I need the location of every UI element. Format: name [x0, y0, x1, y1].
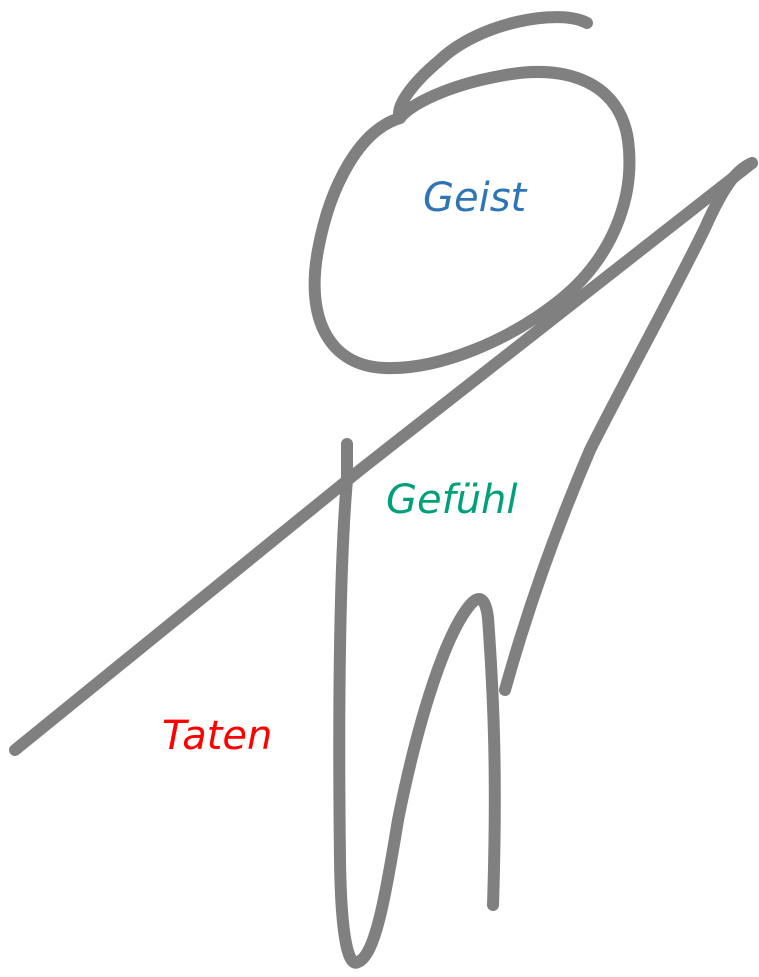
body-right-edge [505, 163, 752, 690]
label-geist: Geist [423, 178, 526, 218]
label-taten: Taten [162, 716, 272, 756]
label-gefuehl: Gefühl [386, 480, 518, 520]
arm-stroke [15, 163, 752, 750]
